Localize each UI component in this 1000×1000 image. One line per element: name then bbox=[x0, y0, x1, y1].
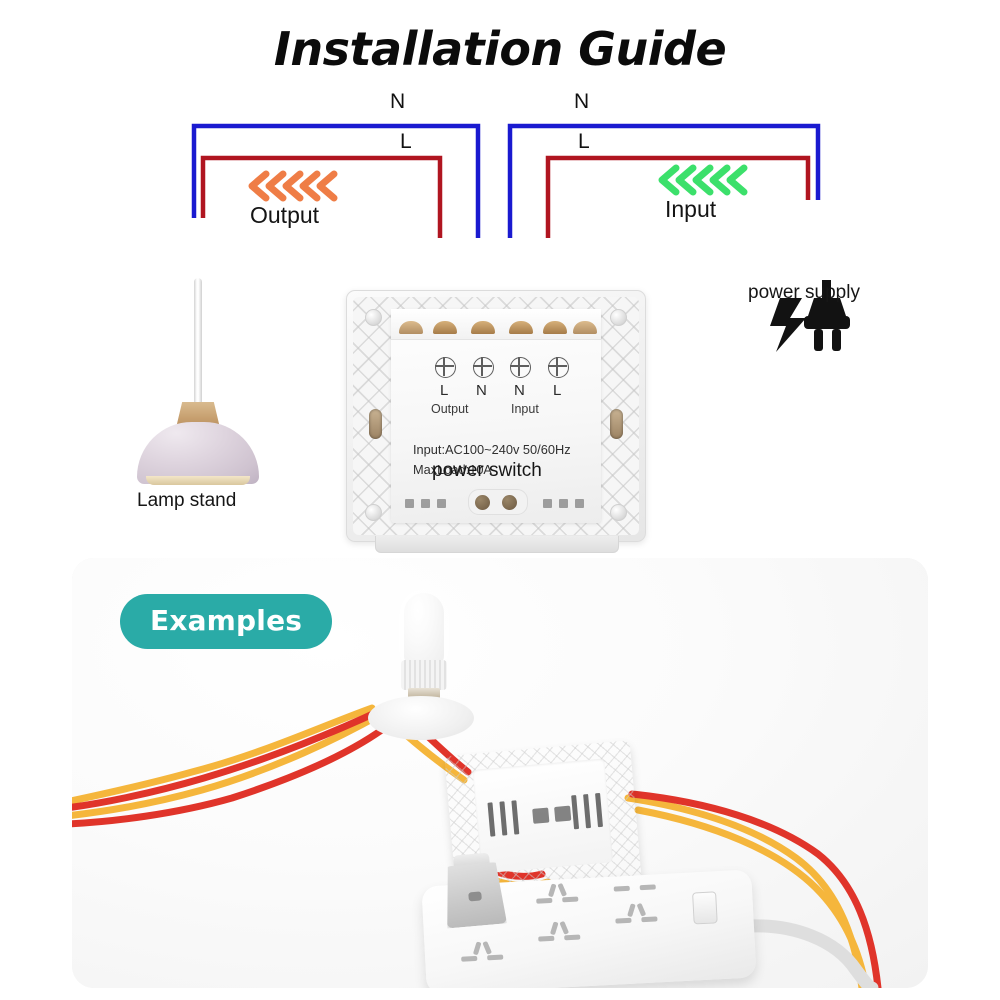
lamp-cord bbox=[194, 278, 202, 408]
switch-bottom-hole bbox=[502, 495, 517, 510]
terminal-screw-icon bbox=[473, 357, 494, 378]
terminal-clamp bbox=[543, 321, 567, 334]
wire-paths bbox=[191, 123, 821, 238]
switch-caption: power switch bbox=[432, 460, 542, 481]
bulb-glass bbox=[404, 593, 444, 665]
label-input-neutral: N bbox=[574, 90, 590, 113]
terminal-group-input: Input bbox=[511, 402, 539, 416]
switch-screw bbox=[365, 309, 382, 326]
switch-tab bbox=[437, 499, 446, 508]
switch-terminal-bar bbox=[391, 309, 601, 340]
wiring-diagram: N L N L Output Input Lamp stand bbox=[0, 90, 1000, 608]
module-vent bbox=[583, 793, 592, 829]
module-button bbox=[554, 805, 572, 822]
terminal-label-1: N bbox=[476, 382, 487, 399]
terminal-label-0: L bbox=[440, 382, 449, 399]
terminal-clamp bbox=[573, 321, 597, 334]
module-button bbox=[532, 807, 550, 824]
switch-center-plate: L N N L Output Input Input:AC100~240v 50… bbox=[391, 309, 601, 523]
strip-socket bbox=[607, 868, 663, 911]
switch-screw bbox=[610, 309, 627, 326]
switch-footer-lip bbox=[375, 536, 619, 553]
switch-spec-line-2: MaxLoad:10A bbox=[413, 462, 492, 477]
terminal-screw-icon bbox=[548, 357, 569, 378]
switch-tab bbox=[559, 499, 568, 508]
photo-wires bbox=[72, 702, 882, 988]
terminal-clamp bbox=[433, 321, 457, 334]
module-vent bbox=[571, 795, 580, 830]
module-vent bbox=[511, 800, 520, 835]
strip-socket bbox=[454, 938, 510, 981]
lamp-glow bbox=[146, 476, 250, 485]
power-supply-caption: power supply bbox=[748, 282, 860, 303]
power-plug-icon bbox=[762, 280, 872, 366]
switch-mount-slot bbox=[369, 409, 382, 439]
example-photo: Examples bbox=[72, 558, 928, 988]
label-input-live: L bbox=[578, 130, 590, 153]
switch-bottom-hole bbox=[475, 495, 490, 510]
bulb-base bbox=[401, 660, 447, 690]
switch-tab bbox=[405, 499, 414, 508]
terminal-group-output: Output bbox=[431, 402, 469, 416]
module-vent bbox=[595, 792, 603, 828]
lamp-caption: Lamp stand bbox=[137, 490, 237, 511]
label-output-neutral: N bbox=[390, 90, 406, 113]
input-flow-label: Input bbox=[665, 196, 717, 222]
power-switch-illustration: L N N L Output Input Input:AC100~240v 50… bbox=[346, 290, 646, 553]
terminal-screw-icon bbox=[510, 357, 531, 378]
gray-plug-contact bbox=[468, 891, 482, 902]
terminal-clamp bbox=[471, 321, 495, 334]
terminal-clamp bbox=[509, 321, 533, 334]
output-arrow-icon bbox=[248, 170, 338, 202]
switch-tab bbox=[543, 499, 552, 508]
lightning-bolt-icon bbox=[770, 298, 806, 352]
switch-mount-slot bbox=[610, 409, 623, 439]
strip-power-switch[interactable] bbox=[692, 891, 718, 925]
module-vent bbox=[487, 802, 496, 837]
gray-plug bbox=[441, 852, 507, 929]
module-vent bbox=[499, 801, 508, 836]
terminal-label-3: L bbox=[553, 382, 562, 399]
switch-tab bbox=[421, 499, 430, 508]
page-title: Installation Guide bbox=[273, 22, 727, 76]
switch-screw bbox=[610, 504, 627, 521]
input-arrow-icon bbox=[658, 164, 748, 196]
terminal-clamp bbox=[399, 321, 423, 334]
label-output-live: L bbox=[400, 130, 412, 153]
examples-badge: Examples bbox=[120, 594, 333, 649]
switch-tab bbox=[575, 499, 584, 508]
switch-screw bbox=[365, 504, 382, 521]
examples-panel: Examples bbox=[72, 558, 928, 988]
output-flow-label: Output bbox=[250, 202, 320, 228]
terminal-screw-icon bbox=[435, 357, 456, 378]
switch-spec-line-1: Input:AC100~240v 50/60Hz bbox=[413, 442, 571, 457]
terminal-label-2: N bbox=[514, 382, 525, 399]
lamp-socket-base bbox=[368, 696, 474, 740]
strip-socket bbox=[531, 918, 587, 961]
strip-socket bbox=[529, 880, 585, 923]
